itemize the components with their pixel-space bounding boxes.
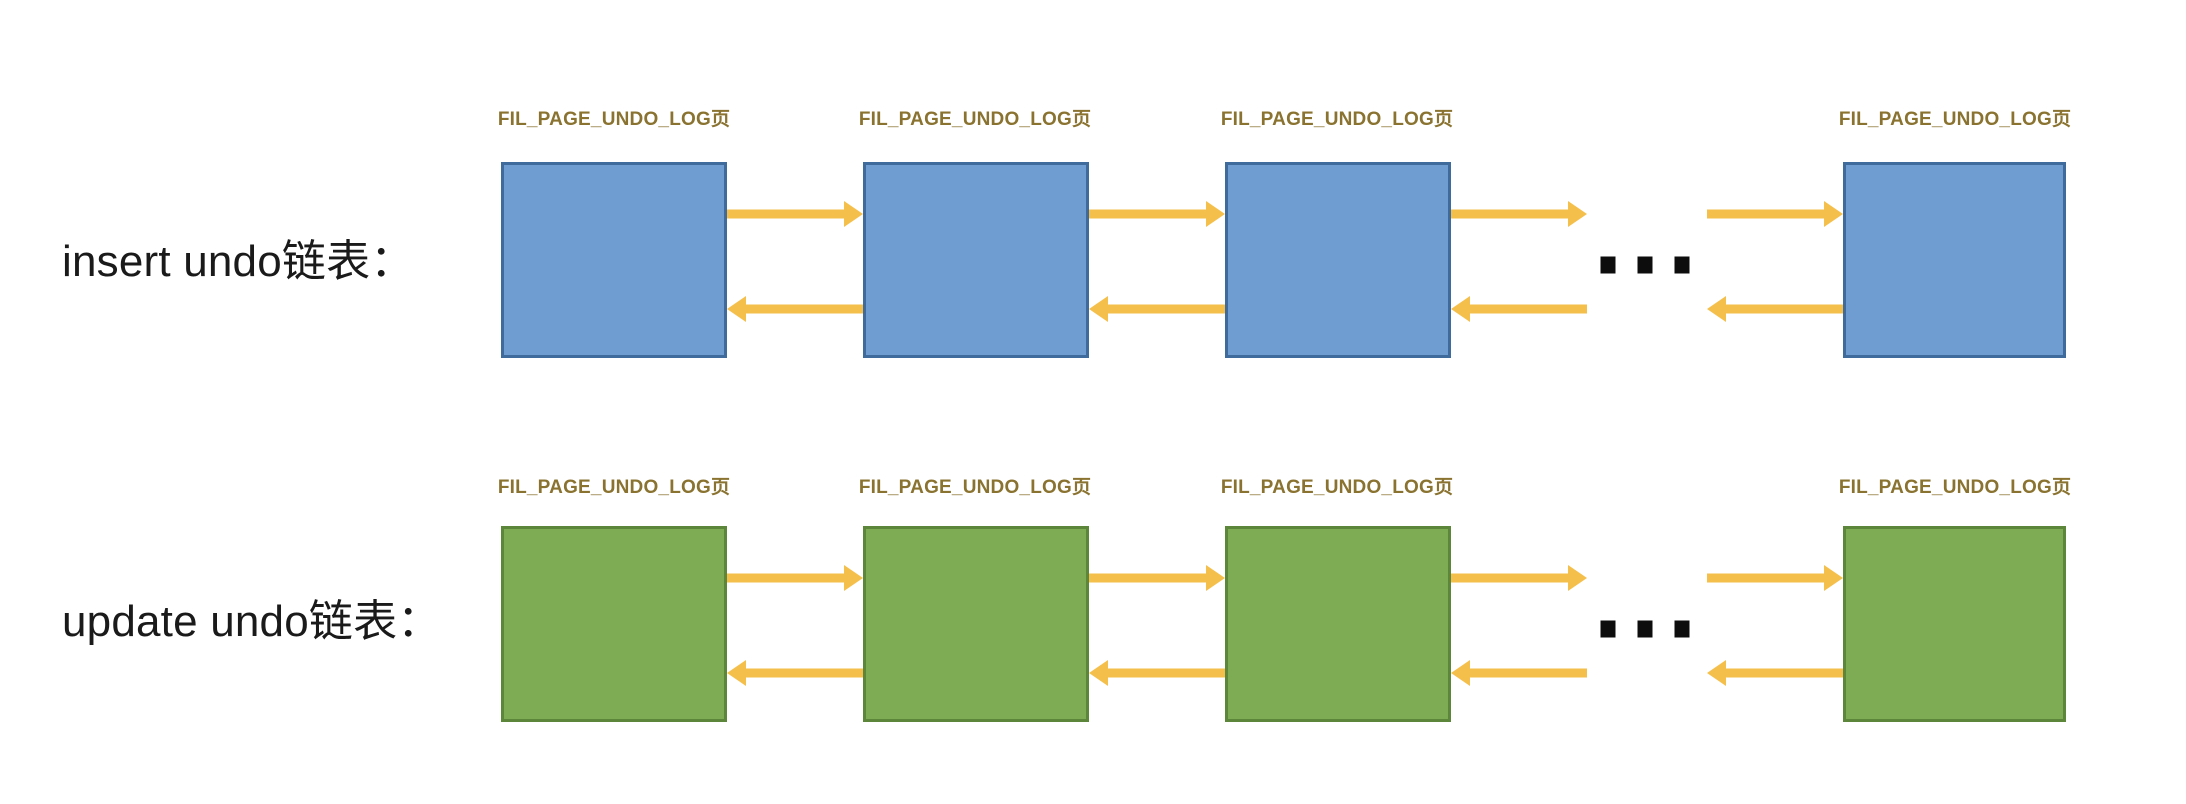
arrow-head-right-icon: [844, 200, 863, 227]
insert-forward-arrow-2-to-3: [1089, 200, 1225, 227]
insert-undo-page-node-2[interactable]: [863, 162, 1089, 358]
arrow-head-left-icon: [1451, 659, 1470, 686]
update-backward-arrow-last-to-prev: [1707, 659, 1843, 686]
arrow-shaft: [1089, 209, 1208, 218]
insert-backward-arrow-last-to-prev: [1707, 295, 1843, 322]
arrow-shaft: [1451, 209, 1570, 218]
ellipsis-dot-icon: [1674, 256, 1690, 274]
arrow-head-right-icon: [844, 564, 863, 591]
arrow-shaft: [744, 304, 863, 313]
arrow-head-left-icon: [1707, 659, 1726, 686]
insert-forward-arrow-3-to-next: [1451, 200, 1587, 227]
arrow-head-left-icon: [1089, 295, 1108, 322]
arrow-shaft: [1106, 304, 1225, 313]
update-undo-chain-label: update undo链表：: [62, 597, 442, 646]
insert-undo-chain-label: insert undo链表：: [62, 237, 415, 286]
update-node-last-caption: FIL_PAGE_UNDO_LOG页: [1838, 477, 2072, 498]
update-backward-arrow-2-to-1: [727, 659, 863, 686]
ellipsis-dot-icon: [1674, 620, 1690, 638]
insert-node-2-caption: FIL_PAGE_UNDO_LOG页: [858, 109, 1092, 130]
insert-backward-arrow-2-to-1: [727, 295, 863, 322]
arrow-head-right-icon: [1568, 200, 1587, 227]
insert-forward-arrow-1-to-2: [727, 200, 863, 227]
insert-forward-arrow-prev-to-last: [1707, 200, 1843, 227]
update-forward-arrow-3-to-next: [1451, 564, 1587, 591]
arrow-head-left-icon: [727, 295, 746, 322]
insert-node-1-caption: FIL_PAGE_UNDO_LOG页: [497, 109, 731, 130]
ellipsis-dot-icon: [1637, 256, 1653, 274]
insert-undo-page-node-1[interactable]: [501, 162, 727, 358]
update-backward-arrow-next-to-3: [1451, 659, 1587, 686]
insert-undo-page-node-3[interactable]: [1225, 162, 1451, 358]
arrow-shaft: [1106, 668, 1225, 677]
update-undo-page-node-2[interactable]: [863, 526, 1089, 722]
arrow-shaft: [1089, 573, 1208, 582]
ellipsis-dot-icon: [1600, 256, 1616, 274]
insert-node-last-caption: FIL_PAGE_UNDO_LOG页: [1838, 109, 2072, 130]
update-forward-arrow-1-to-2: [727, 564, 863, 591]
update-undo-page-node-3[interactable]: [1225, 526, 1451, 722]
insert-backward-arrow-next-to-3: [1451, 295, 1587, 322]
arrow-shaft: [1707, 573, 1826, 582]
update-node-2-caption: FIL_PAGE_UNDO_LOG页: [858, 477, 1092, 498]
arrow-head-right-icon: [1206, 564, 1225, 591]
arrow-head-left-icon: [1089, 659, 1108, 686]
arrow-shaft: [1724, 304, 1843, 313]
update-node-1-caption: FIL_PAGE_UNDO_LOG页: [497, 477, 731, 498]
update-undo-page-node-last[interactable]: [1843, 526, 2066, 722]
arrow-shaft: [727, 209, 846, 218]
arrow-shaft: [1707, 209, 1826, 218]
arrow-head-right-icon: [1824, 200, 1843, 227]
update-forward-arrow-2-to-3: [1089, 564, 1225, 591]
arrow-head-left-icon: [727, 659, 746, 686]
arrow-shaft: [727, 573, 846, 582]
arrow-head-right-icon: [1206, 200, 1225, 227]
arrow-head-right-icon: [1568, 564, 1587, 591]
insert-node-3-caption: FIL_PAGE_UNDO_LOG页: [1220, 109, 1454, 130]
arrow-shaft: [1468, 304, 1587, 313]
update-undo-page-node-1[interactable]: [501, 526, 727, 722]
arrow-shaft: [1451, 573, 1570, 582]
ellipsis-dot-icon: [1637, 620, 1653, 638]
insert-backward-arrow-3-to-2: [1089, 295, 1225, 322]
arrow-shaft: [744, 668, 863, 677]
arrow-head-left-icon: [1707, 295, 1726, 322]
update-backward-arrow-3-to-2: [1089, 659, 1225, 686]
arrow-shaft: [1724, 668, 1843, 677]
insert-undo-page-node-last[interactable]: [1843, 162, 2066, 358]
insert-chain-ellipsis: [1600, 256, 1690, 274]
arrow-shaft: [1468, 668, 1587, 677]
update-forward-arrow-prev-to-last: [1707, 564, 1843, 591]
ellipsis-dot-icon: [1600, 620, 1616, 638]
update-chain-ellipsis: [1600, 620, 1690, 638]
update-node-3-caption: FIL_PAGE_UNDO_LOG页: [1220, 477, 1454, 498]
arrow-head-right-icon: [1824, 564, 1843, 591]
arrow-head-left-icon: [1451, 295, 1470, 322]
